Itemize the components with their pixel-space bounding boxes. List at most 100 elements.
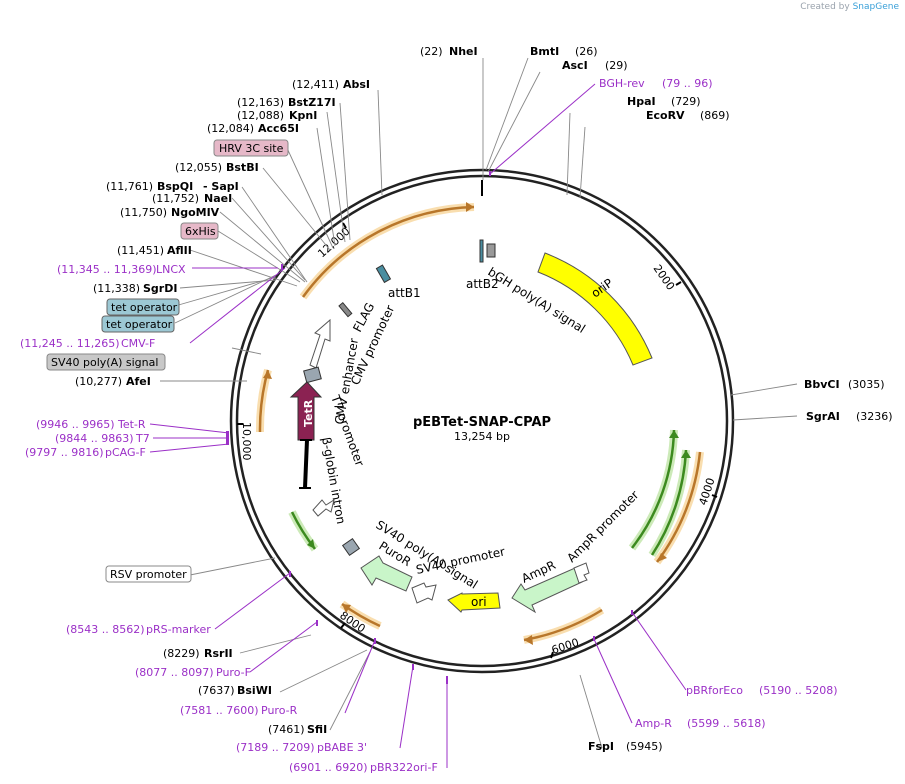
attb2-label: attB2 <box>466 277 499 291</box>
attb2-feature <box>486 243 496 258</box>
tetr-primer-name: Tet-R <box>117 418 146 431</box>
pbr322ori-name: pBR322ori-F <box>370 761 438 774</box>
lncx-range: (11,345 .. 11,369) <box>57 263 157 276</box>
asci-pos: (29) <box>605 59 628 72</box>
tet-operator-box-1 <box>106 298 180 316</box>
bghrev-name: BGH-rev <box>599 77 645 90</box>
hrv3c-label: HRV 3C site <box>219 142 284 155</box>
sv40-pa-box <box>46 353 166 371</box>
tetr-label: TetR <box>302 399 315 427</box>
his6-box <box>180 222 219 240</box>
cmv-enhancer-feature <box>303 366 322 384</box>
afei-name: AfeI <box>126 375 151 388</box>
prsmarker-name: pRS-marker <box>146 623 211 636</box>
bbvci-name: BbvCI <box>804 378 840 391</box>
t7-primer-name: T7 <box>135 432 150 445</box>
snapgene-credit: Created by SnapGene <box>800 2 899 12</box>
bbvci-pos: (3035) <box>848 378 885 391</box>
bsiwi-name: BsiWI <box>237 684 272 697</box>
fspi-name: FspI <box>588 740 614 753</box>
small-arrow-left <box>312 498 335 517</box>
ampr-promoter-label: AmpR promoter <box>564 488 641 565</box>
naei-pos: (11,752) <box>152 192 199 205</box>
tetr-primer-range: (9946 .. 9965) <box>36 418 115 431</box>
cmv-promoter-feature <box>309 318 331 369</box>
nhei-pos: (22) <box>420 45 443 58</box>
leader-lines <box>160 57 798 749</box>
beta-globin-intron <box>303 439 309 489</box>
purof-range: (8077 .. 8097) <box>135 666 214 679</box>
sv40-pa-feature <box>341 537 361 557</box>
rsrii-pos: (8229) <box>163 647 200 660</box>
bspqi-pos: (11,761) <box>106 180 153 193</box>
naei-name: NaeI <box>204 192 232 205</box>
sgrdi-name: SgrDI <box>143 282 177 295</box>
lncx-name: LNCX <box>156 263 186 276</box>
pbabe3-name: pBABE 3' <box>317 741 367 754</box>
sfii-pos: (7461) <box>268 723 305 736</box>
puror-primer-range: (7581 .. 7600) <box>180 704 259 717</box>
aflii-name: AflII <box>167 244 192 257</box>
ori-feature <box>447 592 501 613</box>
afei-pos: (10,277) <box>75 375 122 388</box>
tet-operator-label-2: tet operator <box>106 318 173 331</box>
kpni-pos: (12,088) <box>237 109 284 122</box>
sfii-name: SfiI <box>307 723 327 736</box>
sgrai-pos: (3236) <box>856 410 893 423</box>
tick-label-10000: 10,000 <box>240 422 253 461</box>
bspqi-name: BspQI <box>157 180 193 193</box>
rsv-promoter-label: RSV promoter <box>110 568 187 581</box>
nhei-name: NheI <box>449 45 478 58</box>
acc65i-pos: (12,084) <box>207 122 254 135</box>
sgrdi-pos: (11,338) <box>93 282 140 295</box>
ngomiv-pos: (11,750) <box>120 206 167 219</box>
ampr-primer-name: Amp-R <box>635 717 672 730</box>
hrv3c-box <box>213 139 289 157</box>
ori-label: ori <box>471 595 487 609</box>
bstbi-pos: (12,055) <box>175 161 222 174</box>
pbabe3-range: (7189 .. 7209) <box>236 741 315 754</box>
backbone-outer <box>229 168 735 674</box>
primer-ticks <box>226 171 633 684</box>
orf-arc-bottom-right <box>523 606 605 644</box>
sgrai-name: SgrAI <box>806 410 840 423</box>
bstz17i-pos: (12,163) <box>237 96 284 109</box>
puror-primer-name: Puro-R <box>261 704 298 717</box>
kpni-name: KpnI <box>289 109 317 122</box>
ecorv-pos: (869) <box>700 109 730 122</box>
bghrev-range: (79 .. 96) <box>662 77 713 90</box>
bsiwi-pos: (7637) <box>198 684 235 697</box>
bstbi-name: BstBI <box>226 161 259 174</box>
orip-feature <box>537 252 653 366</box>
plasmid-length: 13,254 bp <box>454 430 510 443</box>
pcagf-range: (9797 .. 9816) <box>25 446 104 459</box>
ngomiv-name: NgoMIV <box>171 206 220 219</box>
sv40-promoter-feature <box>411 582 437 604</box>
asci-name: AscI <box>562 59 588 72</box>
snapgene-logo: SnapGene <box>852 2 899 12</box>
pbrforeco-name: pBRforEco <box>686 684 743 697</box>
ampr-primer-range: (5599 .. 5618) <box>687 717 766 730</box>
cmvf-range: (11,245 .. 11,265) <box>20 337 120 350</box>
ecorv-name: EcoRV <box>646 109 685 122</box>
tet-operator-box-2 <box>101 315 175 333</box>
primer-lines <box>149 83 687 768</box>
rsrii-name: RsrII <box>204 647 233 660</box>
sapi-name: - SapI <box>203 180 239 193</box>
attb1-label: attB1 <box>388 286 421 300</box>
cmvf-name: CMV-F <box>121 337 155 350</box>
attb2-line <box>479 239 484 263</box>
backbone-inner <box>235 174 729 668</box>
purof-name: Puro-F <box>216 666 251 679</box>
pbrforeco-range: (5190 .. 5208) <box>759 684 838 697</box>
bstz17i-name: BstZ17I <box>288 96 336 109</box>
acc65i-name: Acc65I <box>258 122 299 135</box>
sv40-pa-box-label: SV40 poly(A) signal <box>51 356 158 369</box>
tetr-feature <box>289 381 323 441</box>
bmti-pos: (26) <box>575 45 598 58</box>
aflii-pos: (11,451) <box>117 244 164 257</box>
t7-primer-range: (9844 .. 9863) <box>55 432 134 445</box>
tet-operator-label-1: tet operator <box>111 301 178 314</box>
puror-feature <box>360 555 413 592</box>
